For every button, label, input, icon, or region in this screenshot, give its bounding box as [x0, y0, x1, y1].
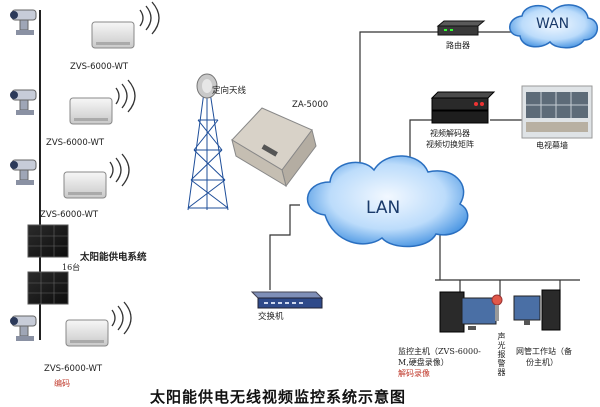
wan-cloud	[509, 4, 598, 49]
directional-antenna-icon	[196, 73, 218, 99]
alarm-label: 声光报警器	[497, 332, 506, 377]
wifi-signal-icon	[139, 1, 160, 35]
base-station-icon	[231, 107, 317, 188]
lan-cloud	[306, 155, 469, 248]
transmitter-box-icon	[65, 319, 109, 347]
wifi-signal-icon	[115, 79, 136, 113]
solar-label: 太阳能供电系统	[80, 252, 147, 263]
transmitter-box-icon	[63, 171, 107, 199]
monitor-host-label-3: 解码录像	[398, 369, 430, 378]
monitor-host-label-1: 监控主机（ZVS-6000-	[398, 347, 481, 356]
monitor-host-label-2: M,硬盘录像）	[398, 358, 449, 367]
router-icon	[436, 20, 486, 36]
camera-unit-2	[10, 79, 136, 125]
transmitter-label-4: ZVS-6000-WT	[44, 364, 103, 374]
transmitter-label-2: ZVS-6000-WT	[46, 138, 105, 148]
camera-unit-4	[10, 301, 132, 347]
decoder-label-1: 视频解码器	[430, 129, 470, 138]
decoder-label-2: 视频切换矩阵	[426, 140, 474, 149]
lan-label: LAN	[366, 198, 401, 218]
solar-unit-label: 16台	[62, 263, 81, 272]
diagram-title: 太阳能供电无线视频监控系统示意图	[150, 388, 407, 406]
router-label: 路由器	[446, 41, 470, 50]
antenna-tower-icon	[187, 91, 229, 211]
network-switch-icon	[250, 291, 324, 309]
workstation-label-1: 网管工作站（备	[516, 347, 572, 356]
monitor-host-pc-icon	[439, 291, 497, 333]
transmitter-label-1: ZVS-6000-WT	[70, 62, 129, 72]
antenna-label: 定向天线	[212, 86, 247, 96]
wifi-signal-icon	[109, 153, 130, 187]
ptz-camera-icon	[10, 9, 37, 35]
workstation-pc-icon	[513, 289, 561, 331]
ptz-camera-icon	[10, 89, 37, 115]
tv-wall-label: 电视幕墙	[536, 141, 568, 150]
ptz-camera-icon	[10, 315, 37, 341]
base-station-label: ZA-5000	[292, 100, 329, 110]
tv-wall-photo-icon	[521, 85, 593, 139]
transmitter-box-icon	[91, 21, 135, 49]
camera-unit-1	[10, 1, 160, 49]
alarm-icon	[491, 294, 503, 321]
workstation-label-2: 份主机）	[526, 358, 558, 367]
transmitter-box-icon	[69, 97, 113, 125]
footnote-label: 编码	[54, 379, 70, 388]
switch-label: 交换机	[258, 312, 284, 322]
solar-panel-icon	[27, 224, 69, 305]
ptz-camera-icon	[10, 159, 37, 185]
wan-label: WAN	[536, 16, 570, 32]
transmitter-label-3: ZVS-6000-WT	[40, 210, 99, 220]
video-decoder-icon	[430, 91, 496, 124]
wifi-signal-icon	[111, 301, 132, 335]
camera-unit-3	[10, 153, 130, 199]
